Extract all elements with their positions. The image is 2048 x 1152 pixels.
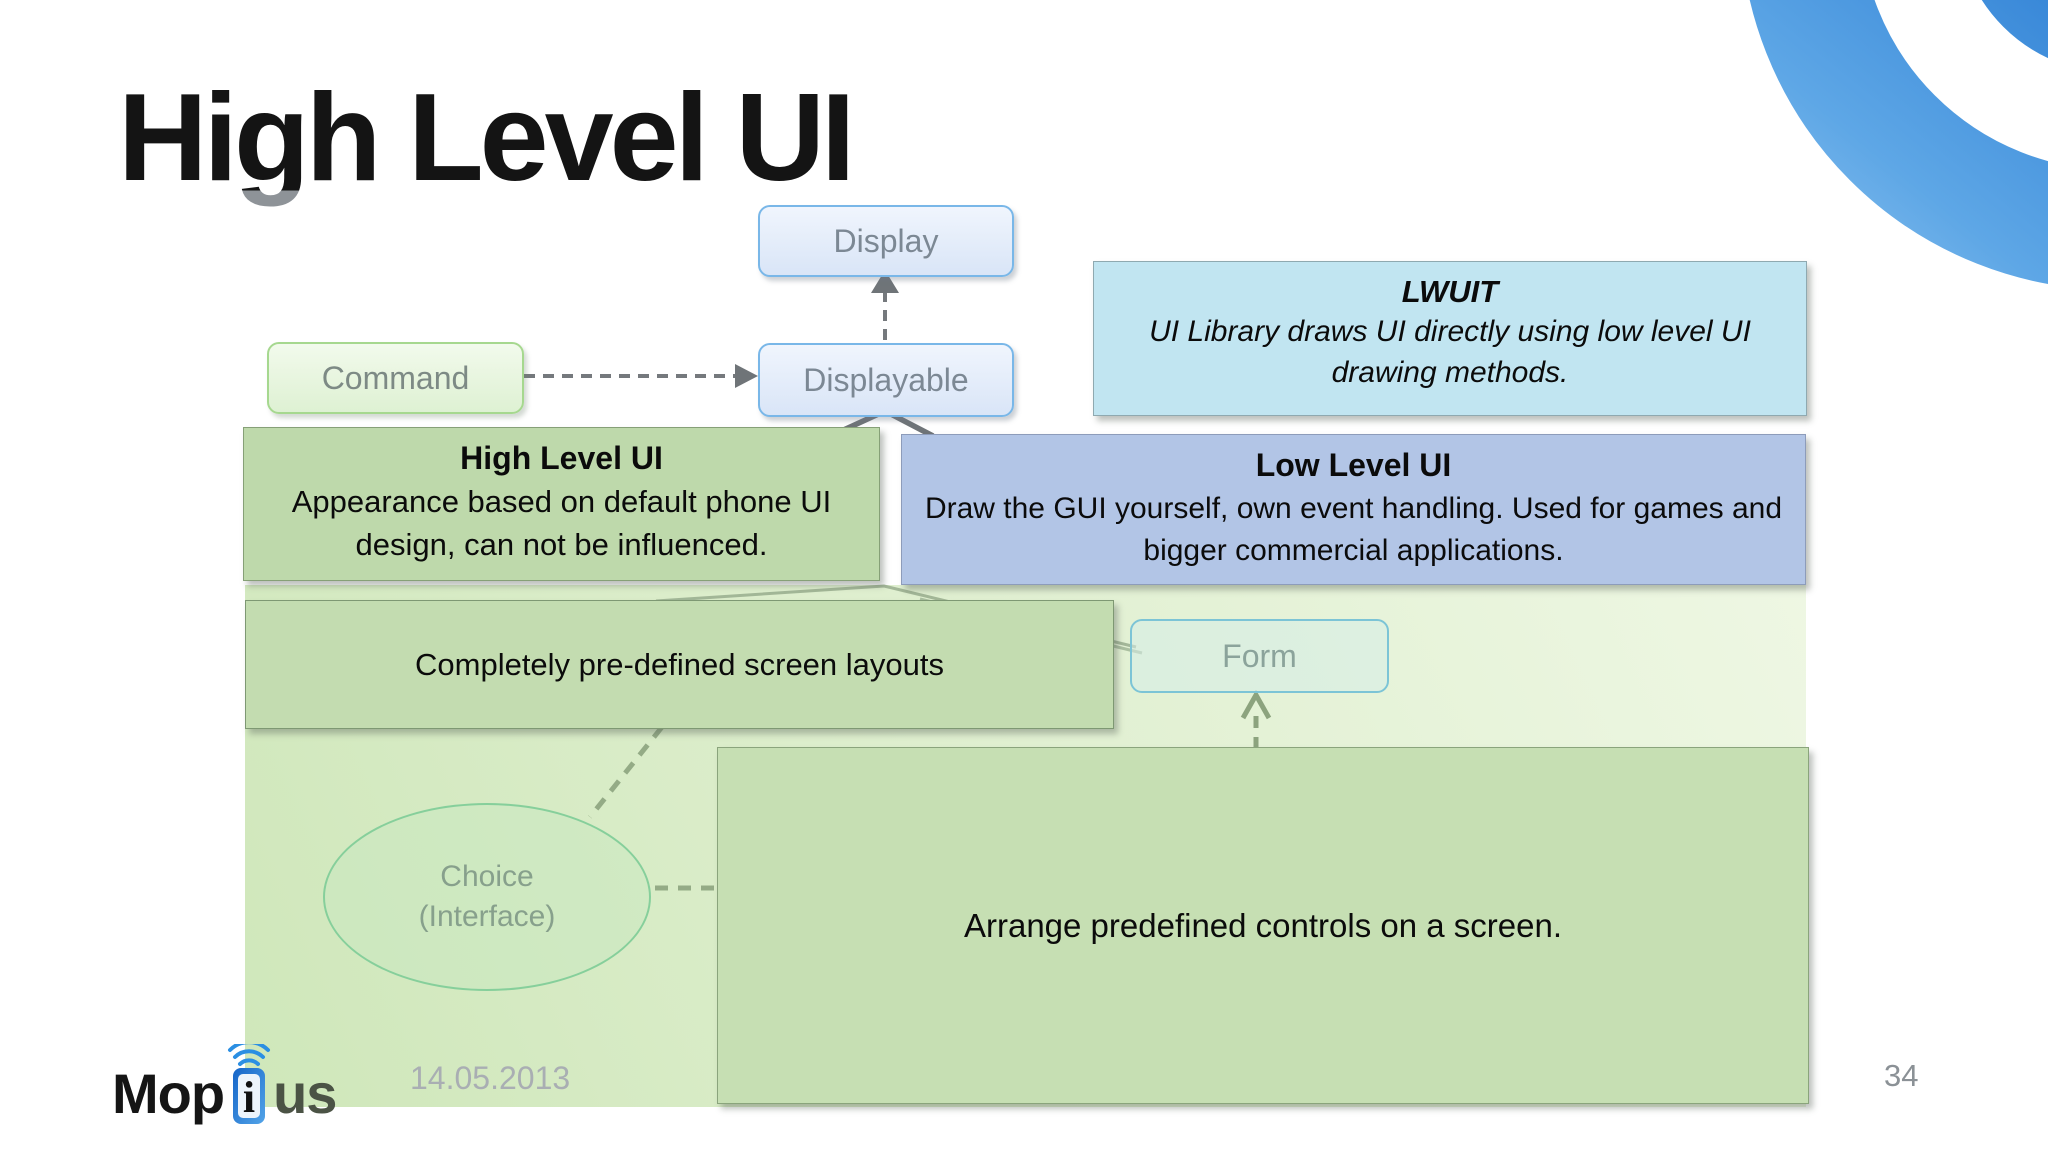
callout-lwuit: LWUIT UI Library draws UI directly using…: [1093, 261, 1807, 416]
node-display: Display: [758, 205, 1014, 277]
displayable-to-display-arrowhead: [871, 270, 899, 293]
callout-arrange-controls: Arrange predefined controls on a screen.: [717, 747, 1809, 1104]
choice-to-predefined-dashed-line: [588, 725, 664, 819]
callout-predefined-layouts-body: Completely pre-defined screen layouts: [415, 646, 944, 682]
callout-low-level-ui-body: Draw the GUI yourself, own event handlin…: [924, 492, 1783, 567]
callout-low-level-ui-title: Low Level UI: [1255, 447, 1452, 483]
node-choice-label-line2: (Interface): [418, 900, 556, 933]
arrange-to-form-arrowhead: [1240, 689, 1272, 720]
page-title-text: High Level UI: [118, 69, 852, 207]
node-choice-label-line1: Choice: [440, 859, 534, 893]
node-form-label: Form: [1222, 637, 1297, 674]
callout-high-level-ui: High Level UI Appearance based on defaul…: [243, 427, 880, 581]
callout-arrange-controls-body: Arrange predefined controls on a screen.: [963, 906, 1563, 944]
logo-text-mop: Mop: [112, 1062, 225, 1125]
page-title-shadow: High Level UI: [118, 69, 852, 207]
node-displayable: Displayable: [758, 343, 1014, 417]
node-form: Form: [1130, 619, 1389, 693]
node-display-label: Display: [833, 222, 939, 259]
phone-wifi-icon: i: [228, 1044, 271, 1124]
node-displayable-label: Displayable: [803, 361, 969, 398]
command-to-displayable-arrowhead: [735, 364, 758, 388]
callout-lwuit-title: LWUIT: [1401, 274, 1499, 309]
node-command-label: Command: [321, 359, 470, 396]
page-title: High Level UI High Level UI: [118, 64, 1098, 254]
node-command: Command: [267, 342, 524, 414]
page-number: 34: [1884, 1058, 1919, 1093]
slide-date: 14.05.2013: [410, 1060, 571, 1096]
logo-text-us: us: [273, 1062, 337, 1125]
callout-predefined-layouts: Completely pre-defined screen layouts: [245, 600, 1114, 729]
callout-lwuit-body: UI Library draws UI directly using low l…: [1149, 315, 1751, 389]
callout-low-level-ui: Low Level UI Draw the GUI yourself, own …: [901, 434, 1806, 585]
node-choice-interface: Choice (Interface): [323, 803, 651, 991]
svg-text:i: i: [243, 1073, 255, 1122]
mopius-logo: Mop i us: [112, 1038, 337, 1125]
callout-high-level-ui-title: High Level UI: [460, 440, 663, 476]
callout-high-level-ui-body: Appearance based on default phone UI des…: [291, 484, 832, 562]
